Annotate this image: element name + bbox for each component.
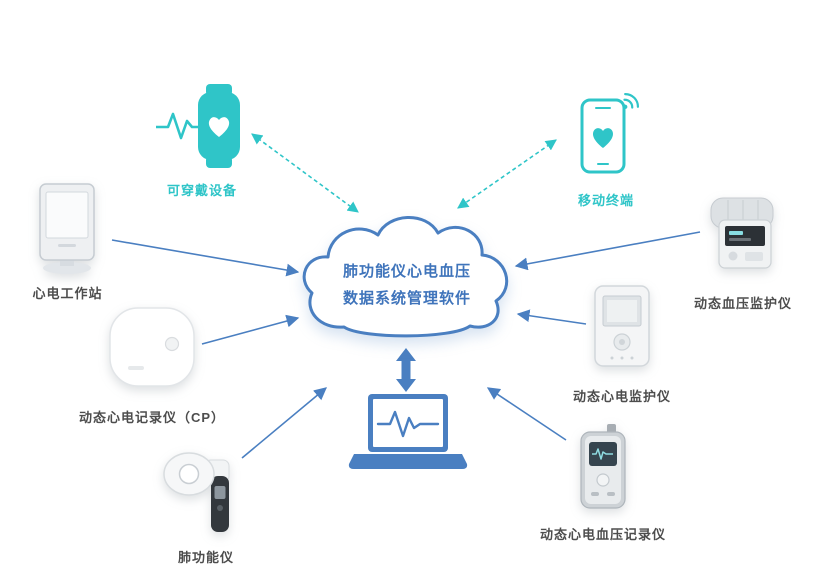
cloud-title: 肺功能仪心电血压 数据系统管理软件 — [292, 258, 522, 312]
link-ecg-bp-recorder-cloud — [486, 387, 567, 441]
ecg-monitor-device — [594, 285, 650, 367]
link-ecg-monitor-cloud — [516, 309, 587, 325]
smartwatch-icon — [156, 84, 240, 168]
wearable-label: 可穿戴设备 — [166, 183, 237, 198]
link-recorder-cloud — [201, 314, 300, 345]
node-bp-monitor: 动态血压监护仪 — [688, 192, 798, 312]
ecg-bp-recorder-device — [580, 424, 626, 509]
node-spirometer: 肺功能仪 — [156, 442, 256, 566]
smartphone-icon — [580, 93, 639, 174]
node-recorder: 动态心电记录仪（CP） — [79, 300, 224, 426]
node-ecg-monitor: 动态心电监护仪 — [572, 282, 672, 405]
cloud-node: 肺功能仪心电血压 数据系统管理软件 — [292, 198, 522, 360]
node-ecg-bp-recorder: 动态心电血压记录仪 — [538, 424, 668, 543]
holter-recorder-device — [109, 307, 195, 387]
bp-monitor-label: 动态血压监护仪 — [693, 296, 792, 311]
ecg-bp-recorder-label: 动态心电血压记录仪 — [539, 527, 666, 542]
bp-monitor-device — [710, 197, 773, 269]
recorder-label: 动态心电记录仪（CP） — [78, 410, 226, 425]
ecg-monitor-label: 动态心电监护仪 — [572, 389, 671, 404]
link-spirometer-cloud — [241, 387, 327, 459]
link-cloud-laptop-double-arrow — [396, 348, 416, 392]
cloud-title-line1: 肺功能仪心电血压 — [342, 263, 471, 280]
node-wearable: 可穿戴设备 — [152, 80, 252, 199]
spirometer-device — [163, 452, 230, 532]
node-workstation: 心电工作站 — [20, 182, 115, 302]
mobile-label: 移动终端 — [577, 193, 634, 208]
spirometer-label: 肺功能仪 — [177, 550, 234, 565]
link-mobile-cloud — [457, 139, 557, 209]
node-mobile: 移动终端 — [556, 88, 656, 209]
cloud-icon — [302, 216, 509, 338]
node-laptop — [348, 394, 468, 476]
ecg-workstation-device — [39, 183, 95, 274]
workstation-label: 心电工作站 — [32, 286, 103, 301]
cloud-title-line2: 数据系统管理软件 — [342, 290, 471, 307]
laptop-icon — [348, 394, 468, 469]
link-bp-monitor-cloud — [514, 231, 701, 271]
link-workstation-cloud — [111, 239, 300, 277]
link-wearable-cloud — [251, 133, 359, 213]
